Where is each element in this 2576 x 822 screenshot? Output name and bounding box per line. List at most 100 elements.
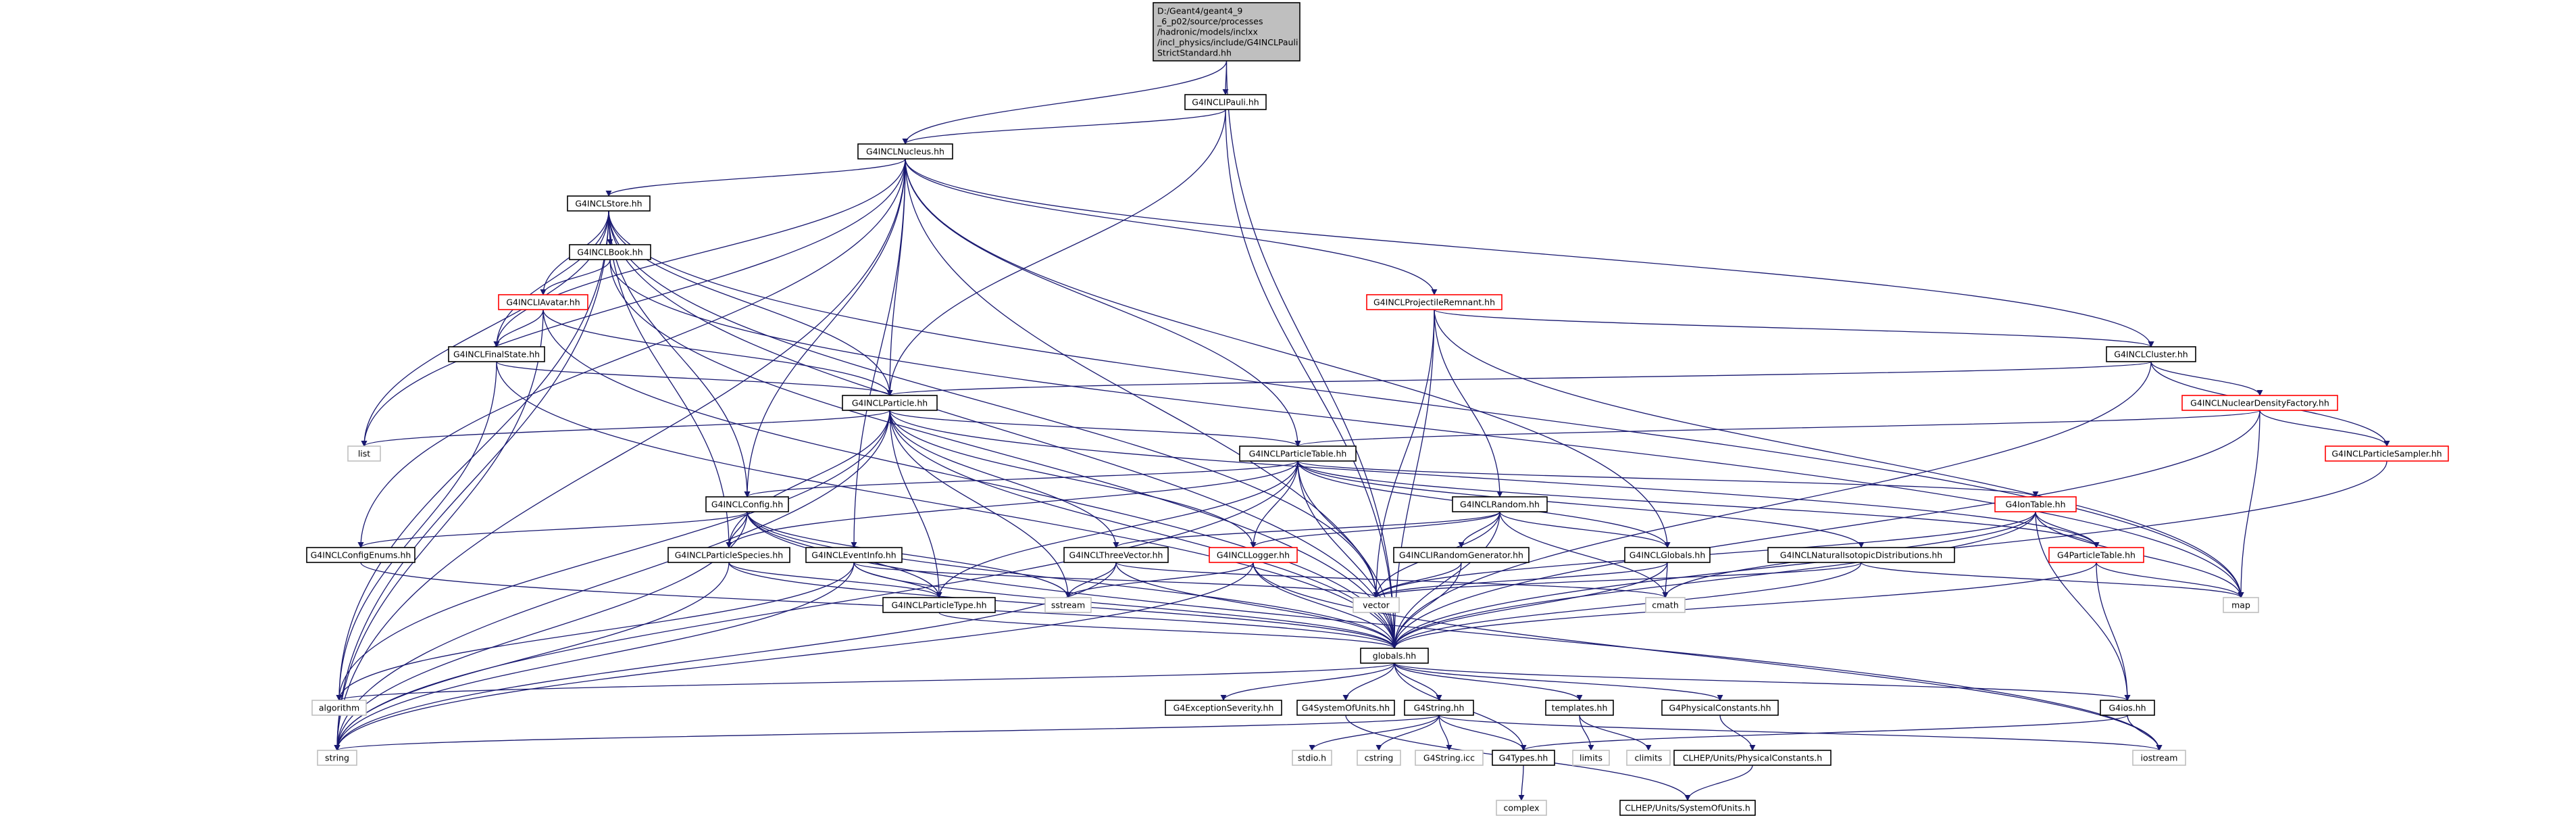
edge-nucleus-to-config (744, 158, 906, 498)
node-templates[interactable]: templates.hh (1545, 700, 1614, 716)
node-g4particletable[interactable]: G4ParticleTable.hh (2048, 547, 2144, 563)
edge-nucdensity-to-map (2238, 410, 2261, 598)
edge-g4particletable-to-g4ios (2096, 562, 2131, 701)
edge-random-to-globals (1499, 511, 1671, 548)
edge-particletable-to-iontable (1297, 460, 2039, 498)
node-logger[interactable]: G4INCLLogger.hh (1209, 547, 1298, 563)
edge-config-to-configenums (357, 511, 748, 548)
edge-threevector-to-cmath (1115, 562, 1669, 598)
node-label: G4INCLThreeVector.hh (1069, 550, 1163, 560)
edge-nucleus-to-list (361, 158, 906, 447)
node-particletype[interactable]: G4INCLParticleType.hh (882, 597, 996, 613)
edge-cluster-to-nucdensity (2150, 361, 2263, 396)
node-iavatar[interactable]: G4INCLIAvatar.hh (498, 294, 588, 310)
edge-nucleus-to-cluster (905, 158, 2154, 347)
edge-particle-to-g4particletable (889, 410, 2100, 548)
node-label: complex (1504, 802, 1540, 813)
edge-iontable-to-g4ios (2035, 511, 2131, 701)
edge-store-to-string (334, 210, 609, 751)
node-random[interactable]: G4INCLRandom.hh (1452, 496, 1548, 512)
node-label: CLHEP/Units/SystemOfUnits.h (1625, 802, 1750, 813)
node-particlespecies[interactable]: G4INCLParticleSpecies.hh (667, 547, 790, 563)
node-finalstate[interactable]: G4INCLFinalState.hh (448, 346, 545, 362)
edge-nucleus-to-projremnant (905, 158, 1438, 295)
node-nucleus[interactable]: G4INCLNucleus.hh (857, 143, 953, 160)
edge-particletable-to-g4particletable (1297, 460, 2100, 548)
edge-particle-to-particlespecies (726, 410, 890, 548)
node-config[interactable]: G4INCLConfig.hh (705, 496, 789, 512)
node-particlesampler[interactable]: G4INCLParticleSampler.hh (2325, 445, 2449, 462)
edge-natiso-to-globalshh (1391, 562, 1862, 649)
edge-irandomgen-to-vector (1373, 562, 1462, 598)
node-label: CLHEP/Units/PhysicalConstants.h (1683, 752, 1822, 763)
edge-g4ios-to-iostream (2127, 715, 2163, 751)
node-projremnant[interactable]: G4INCLProjectileRemnant.hh (1366, 294, 1502, 310)
node-label: G4INCLEventInfo.hh (811, 550, 896, 560)
edge-particletable-to-string (334, 460, 1298, 751)
node-list: list (347, 445, 381, 462)
node-label: G4INCLIPauli.hh (1192, 97, 1259, 107)
edge-logger-to-iostream (1253, 562, 2163, 751)
edge-nucdensity-to-globalshh (1391, 410, 2261, 649)
node-nucdensity[interactable]: G4INCLNuclearDensityFactory.hh (2181, 395, 2338, 411)
node-exceptionseverity[interactable]: G4ExceptionSeverity.hh (1165, 700, 1282, 716)
node-globals[interactable]: G4INCLGlobals.hh (1624, 547, 1711, 563)
edge-projremnant-to-random (1434, 309, 1503, 498)
node-irandomgen[interactable]: G4INCLIRandomGenerator.hh (1393, 547, 1530, 563)
node-clhepphys[interactable]: CLHEP/Units/PhysicalConstants.h (1673, 750, 1832, 766)
node-label: G4INCLFinalState.hh (453, 349, 540, 359)
edge-natiso-to-map (1861, 562, 2244, 598)
node-book[interactable]: G4INCLBook.hh (569, 244, 651, 260)
edge-projremnant-to-globalshh (1391, 309, 1435, 649)
node-eventinfo[interactable]: G4INCLEventInfo.hh (805, 547, 903, 563)
edge-g4ios-to-g4types (1520, 715, 2128, 751)
node-label: G4ios.hh (2108, 702, 2146, 712)
edge-book-to-globalshh (609, 259, 1398, 649)
edge-nucleus-to-store (605, 158, 906, 197)
node-g4types[interactable]: G4Types.hh (1492, 750, 1555, 766)
node-label: D:/Geant4/geant4_9 (1157, 5, 1242, 16)
node-configenums[interactable]: G4INCLConfigEnums.hh (306, 547, 415, 563)
node-particletable[interactable]: G4INCLParticleTable.hh (1239, 445, 1357, 462)
node-threevector[interactable]: G4INCLThreeVector.hh (1063, 547, 1169, 563)
edge-g4string-to-string (334, 715, 1440, 751)
node-globalshh[interactable]: globals.hh (1360, 648, 1429, 664)
node-g4string[interactable]: G4String.hh (1404, 700, 1474, 716)
edge-random-to-logger (1250, 511, 1500, 548)
edge-particletype-to-globalshh (938, 612, 1398, 649)
edge-g4string-to-stdio (1309, 715, 1440, 751)
node-pauli[interactable]: G4INCLIPauli.hh (1184, 94, 1267, 110)
node-particle[interactable]: G4INCLParticle.hh (842, 395, 938, 411)
node-g4stringicc: G4String.icc (1415, 750, 1484, 766)
node-label: G4IonTable.hh (2005, 499, 2065, 509)
node-cluster[interactable]: G4INCLCluster.hh (2106, 346, 2196, 362)
node-g4ios[interactable]: G4ios.hh (2100, 700, 2155, 716)
edge-globals-to-globalshh (1391, 562, 1668, 649)
edge-clhepphys-to-clhepsys (1684, 765, 1753, 801)
edge-projremnant-to-vector (1373, 309, 1435, 598)
node-cmath: cmath (1645, 597, 1686, 613)
node-label: list (358, 448, 370, 458)
edge-particle-to-particletable (889, 410, 1301, 447)
node-algorithm: algorithm (311, 700, 367, 716)
node-label: G4INCLProjectileRemnant.hh (1373, 297, 1495, 307)
edge-particle-to-string (334, 410, 890, 751)
node-clhepsys[interactable]: CLHEP/Units/SystemOfUnits.h (1619, 800, 1756, 816)
node-label: G4INCLNucleus.hh (866, 146, 944, 156)
node-store[interactable]: G4INCLStore.hh (567, 195, 651, 212)
node-label: G4INCLParticleTable.hh (1249, 448, 1347, 458)
edge-particletable-to-config (744, 460, 1298, 498)
node-natiso[interactable]: G4INCLNaturalIsotopicDistributions.hh (1767, 547, 1955, 563)
node-iontable[interactable]: G4IonTable.hh (1994, 496, 2077, 512)
edge-random-to-globalshh (1391, 511, 1500, 649)
edge-particle-to-logger (889, 410, 1257, 548)
edge-particlespecies-to-string (334, 562, 730, 751)
edge-config-to-sstream (747, 511, 1071, 598)
node-label: algorithm (319, 702, 359, 712)
header-nodes: D:/Geant4/geant4_9_6_p02/source/processe… (306, 2, 2449, 816)
edge-particletable-to-vector (1297, 460, 1380, 598)
node-physconst[interactable]: G4PhysicalConstants.hh (1661, 700, 1779, 716)
node-label: G4SystemOfUnits.hh (1302, 702, 1390, 712)
edge-g4string-to-g4stringicc (1438, 715, 1453, 751)
node-systemofunits[interactable]: G4SystemOfUnits.hh (1296, 700, 1395, 716)
